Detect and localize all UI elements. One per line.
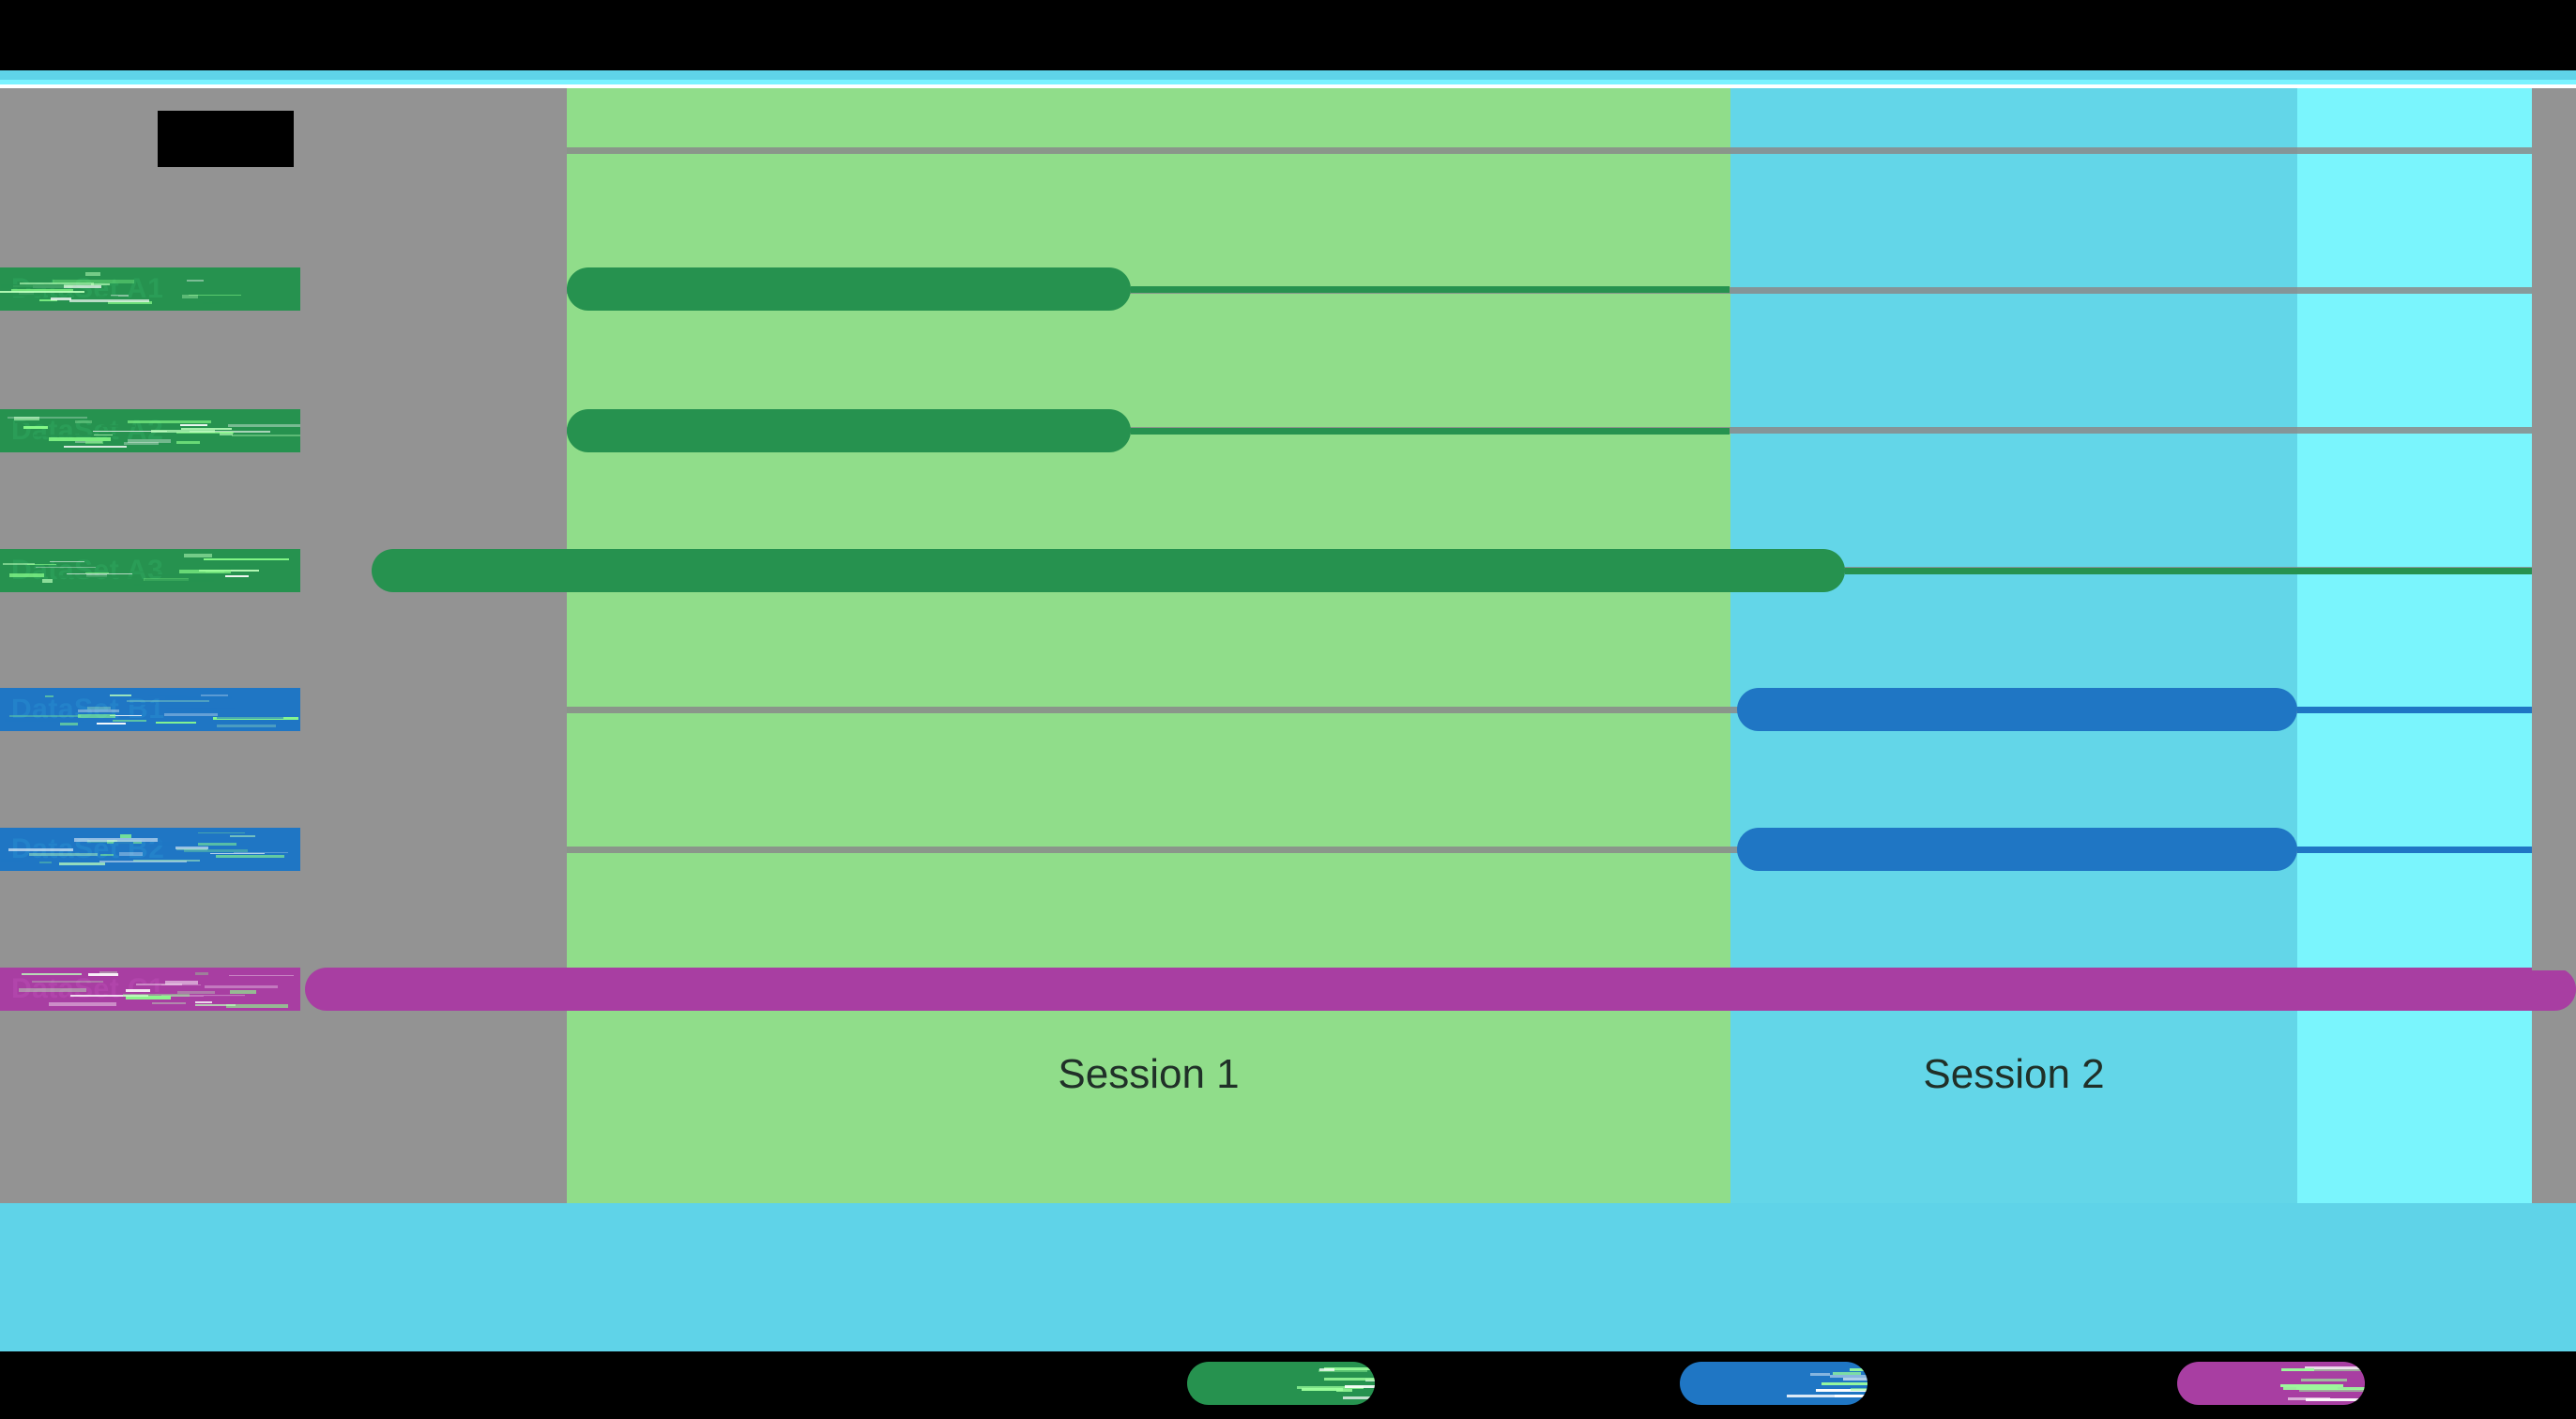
- task-bar-dataset-b2[interactable]: [1737, 828, 2297, 871]
- legend-color-chip: [1187, 1362, 1375, 1405]
- page-title: Timeline: [158, 111, 294, 167]
- row-label-dataset-b1[interactable]: DataSet B1: [0, 688, 300, 731]
- row-label-dataset-a3[interactable]: DataSet A3: [0, 549, 300, 592]
- gridline: [567, 847, 2576, 853]
- legend-item-1[interactable]: DataSet A: [1187, 1359, 1515, 1408]
- legend-color-chip: [2177, 1362, 2365, 1405]
- page-title-text: Timeline: [159, 118, 293, 159]
- legend-label-text: DataSet C: [2378, 1367, 2508, 1398]
- legend-color-chip: [1680, 1362, 1867, 1405]
- legend-item-3[interactable]: DataSet C: [2177, 1359, 2507, 1408]
- legend-label-text: DataSet A: [1388, 1367, 1516, 1398]
- band-footer-label-1: Session 1: [1058, 1051, 1240, 1097]
- row-label-dataset-c1[interactable]: DataSet C1: [0, 968, 300, 1011]
- task-bar-dataset-c1[interactable]: [305, 968, 2576, 1011]
- task-bar-dataset-a1[interactable]: [567, 267, 1131, 311]
- gridline: [567, 707, 2576, 713]
- gridline: [567, 147, 2576, 154]
- band-footer-label-2: Session 2: [1923, 1051, 2105, 1097]
- session-band-3: [2297, 88, 2532, 1203]
- row-label-text: DataSet A2: [11, 415, 164, 446]
- row-label-dataset-a2[interactable]: DataSet A2: [0, 409, 300, 452]
- task-bar-tail: [2297, 847, 2576, 853]
- task-bar-tail: [1845, 568, 2576, 574]
- task-bar-dataset-a3[interactable]: [372, 549, 1845, 592]
- legend[interactable]: DataSet A DataSet B DataSet C: [0, 1351, 2576, 1419]
- top-rule-white: [0, 84, 2576, 88]
- row-label-dataset-a1[interactable]: DataSet A1: [0, 267, 300, 311]
- row-label-dataset-b2[interactable]: DataSet B2: [0, 828, 300, 871]
- task-bar-tail: [2297, 707, 2576, 713]
- row-label-text: DataSet C1: [11, 973, 165, 1004]
- top-rule-light-cyan: [0, 80, 2576, 84]
- task-bar-tail: [1131, 428, 1730, 435]
- legend-item-2[interactable]: DataSet B: [1680, 1359, 2009, 1408]
- right-gutter: [2532, 88, 2576, 970]
- task-bar-dataset-a2[interactable]: [567, 409, 1131, 452]
- gantt-plot-area[interactable]: DataSet A1 DataSet A2 DataSet A3 DataSet B1…: [0, 88, 2576, 1203]
- top-rule-cyan: [0, 70, 2576, 80]
- task-bar-dataset-b1[interactable]: [1737, 688, 2297, 731]
- session-band-2: [1730, 88, 2297, 1203]
- legend-label-text: DataSet B: [1881, 1367, 2009, 1398]
- row-label-text: DataSet A1: [11, 273, 164, 304]
- row-label-text: DataSet A3: [11, 555, 164, 586]
- task-bar-tail: [1131, 286, 1730, 293]
- row-label-text: DataSet B2: [11, 833, 165, 864]
- row-label-text: DataSet B1: [11, 694, 165, 725]
